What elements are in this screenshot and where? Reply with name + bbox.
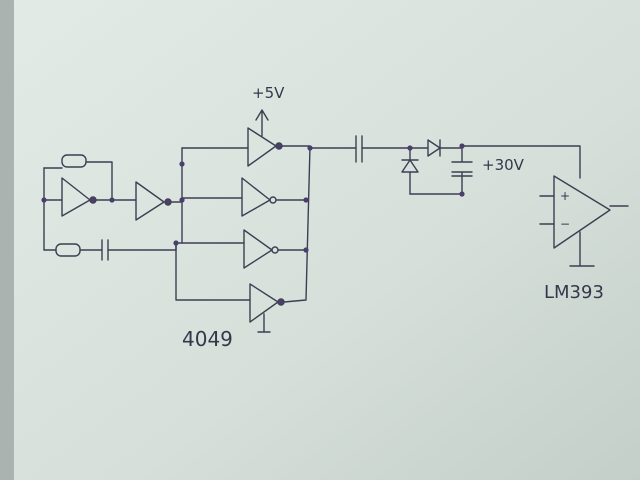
comparator-ground: [569, 231, 595, 267]
buffer-gate-b: [241, 177, 271, 217]
osc-top-feedback-wire: [43, 161, 113, 201]
junction-dot: [276, 143, 282, 149]
junction-dot: [179, 197, 185, 203]
comparator-minus-sign: −: [560, 217, 570, 231]
buffer-gate-d: [249, 283, 279, 323]
junction-dots: [41, 143, 465, 305]
junction-dot: [307, 145, 313, 151]
comparator-triangle: [553, 175, 611, 249]
junction-dot: [303, 197, 309, 203]
junction-dot: [173, 240, 179, 246]
buffer-gate-c: [243, 229, 273, 269]
comparator-plus-sign: +: [560, 189, 570, 203]
pump-output-wire: [461, 145, 581, 179]
comparator: [539, 175, 629, 267]
oscillator-section: [43, 154, 183, 261]
label-supply-30v: +30V: [482, 156, 525, 174]
junction-dot: [303, 247, 309, 253]
charge-pump: [309, 135, 581, 195]
label-supply-5v: +5V: [252, 84, 285, 102]
buffer-bank: [175, 109, 311, 333]
inverter-2-body: [135, 181, 165, 221]
series-diode: [409, 139, 463, 157]
junction-dot: [407, 145, 413, 151]
junction-dot: [90, 197, 96, 203]
label-comparator-ic: LM393: [544, 282, 604, 303]
gate-d-ground: [257, 313, 271, 333]
buffer-output-bus: [275, 145, 311, 303]
junction-dot: [41, 197, 47, 203]
comparator-inputs: [539, 195, 555, 225]
junction-dot: [109, 197, 115, 203]
junction-dot: [179, 161, 185, 167]
buffer-gate-a: [247, 127, 277, 167]
coupling-capacitor: [355, 135, 363, 163]
shunt-diode: [401, 147, 419, 195]
timing-resistor: [55, 243, 81, 257]
feedback-resistor-top: [61, 154, 87, 168]
label-inverter-ic: 4049: [182, 327, 233, 351]
inverter-1-body: [61, 177, 91, 217]
reservoir-capacitor: [451, 147, 473, 195]
junction-dot: [278, 299, 284, 305]
junction-dot: [459, 191, 465, 197]
paper-left-edge: [0, 0, 14, 480]
junction-dot: [459, 143, 465, 149]
junction-dot: [165, 199, 171, 205]
timing-capacitor: [101, 239, 109, 261]
supply-5v-arrow: [255, 109, 269, 137]
